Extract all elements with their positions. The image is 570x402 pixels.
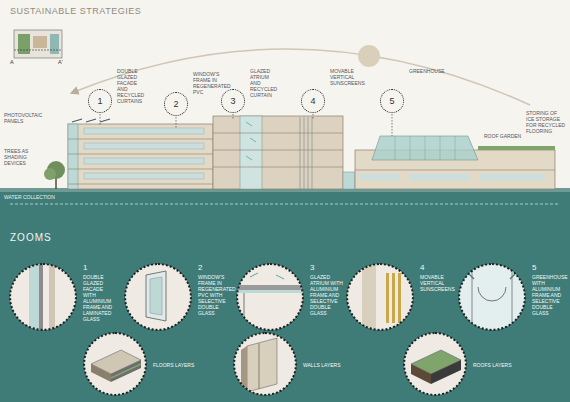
layers-circle: FLOORS LAYERS [83,332,147,396]
strategy-label: ROOF GARDEN [484,133,524,139]
callout-text: WINDOW'S FRAME IN REGENERATED PVC [193,71,221,95]
strategy-label: STORING OF ICE STORAGE FOR RECYCLED FLOO… [526,110,566,134]
callout-circle: 2WINDOW'S FRAME IN REGENERATED PVC [164,92,188,116]
callout-circle: 5GREENHOUSE [380,89,404,113]
zoom-text: GLAZED ATRIUM WITH ALUMINIUM FRAME AND S… [310,274,344,316]
callout-text: MOVABLE VERTICAL SUNSCREENS [330,68,358,86]
key-plan [14,30,62,58]
zoom-circle: 5GREENHOUSE WITH ALUMINIUM FRAME AND SEL… [458,263,526,331]
left-block [68,119,213,189]
right-block [355,136,555,189]
water-pipe [10,204,560,205]
zoom-circle: 3GLAZED ATRIUM WITH ALUMINIUM FRAME AND … [236,263,304,331]
layers-text: ROOFS LAYERS [473,362,517,368]
strategy-label: PHOTOVOLTAIC PANELS [4,112,46,124]
callout-number: 3 [222,90,244,112]
leader-line [100,114,392,136]
zoom-circle: 2WINDOW'S FRAME IN REGENERATED PVC WITH … [124,263,192,331]
callout-text: DOUBLE GLAZED FACADE AND RECYCLED CURTAI… [117,68,145,104]
middle-block [213,116,343,189]
callout-circle: 4MOVABLE VERTICAL SUNSCREENS [301,89,325,113]
callout-circle: 3GLAZED ATRIUM AND RECYCLED CURTAIN [221,89,245,113]
callout-number: 5 [532,263,566,273]
callout-number: 1 [89,90,111,112]
section-mark: A' [58,59,70,66]
zoom-illustration [9,263,526,396]
layers-circle: ROOFS LAYERS [403,332,467,396]
zoom-circle: 1DOUBLE GLAZED FACADE WITH ALUMINIUM FRA… [9,263,77,331]
zoom-text: WINDOW'S FRAME IN REGENERATED PVC WITH S… [198,274,232,316]
callout-number: 2 [165,93,187,115]
section-mark: A [10,59,20,66]
strategy-label: WATER COLLECTION [4,194,64,200]
strategy-label: TREES AS SHADING DEVICES [4,148,44,166]
sun [358,45,380,67]
layers-circle: WALLS LAYERS [233,332,297,396]
layers-text: WALLS LAYERS [303,362,347,368]
zoom-text: GREENHOUSE WITH ALUMINIUM FRAME AND SELE… [532,274,566,316]
section-heading: ZOOMS [10,232,70,244]
callout-number: 1 [83,263,117,273]
zoom-circle: 4MOVABLE VERTICAL SUNSCREENS [346,263,414,331]
callout-number: 4 [420,263,454,273]
callout-number: 3 [310,263,344,273]
layers-text: FLOORS LAYERS [153,362,197,368]
callout-number: 5 [381,90,403,112]
callout-number: 2 [198,263,232,273]
callout-number: 4 [302,90,324,112]
zoom-text: DOUBLE GLAZED FACADE WITH ALUMINIUM FRAM… [83,274,117,322]
callout-circle: 1DOUBLE GLAZED FACADE AND RECYCLED CURTA… [88,89,112,113]
title: SUSTAINABLE STRATEGIES [10,6,141,16]
zoom-text: MOVABLE VERTICAL SUNSCREENS [420,274,454,292]
callout-text: GLAZED ATRIUM AND RECYCLED CURTAIN [250,68,278,98]
callout-text: GREENHOUSE [409,68,437,74]
